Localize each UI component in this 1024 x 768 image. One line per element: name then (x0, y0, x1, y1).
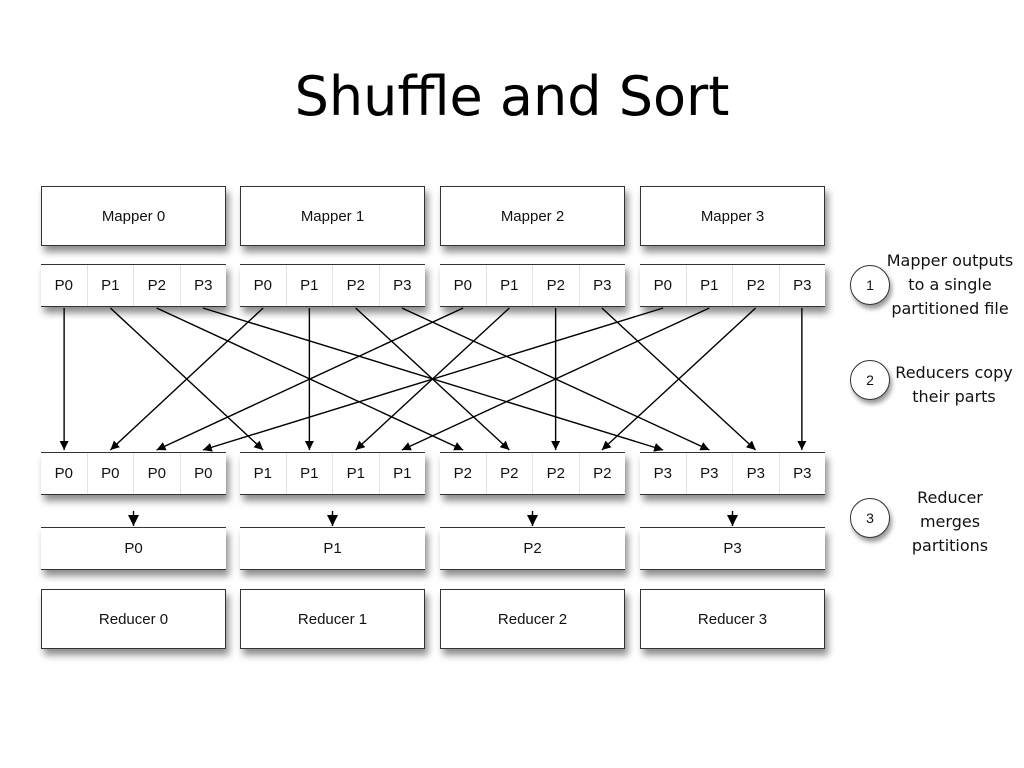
mapper-box-2: Mapper 2 (440, 186, 625, 246)
mapper-label: Mapper 3 (700, 207, 765, 225)
mapper-partitions-0: P0 P1 P2 P3 (41, 264, 226, 307)
step-number: 3 (866, 510, 874, 526)
mapper-partitions-3: P0 P1 P2 P3 (640, 264, 825, 307)
partition-cell: P1 (332, 453, 379, 494)
shuffle-lines (59, 307, 807, 452)
partition-cell: P3 (653, 465, 672, 482)
merge-arrows (128, 511, 738, 526)
mapper-label: Mapper 0 (101, 207, 166, 225)
partition-cell: P3 (685, 453, 733, 494)
partition-cell: P3 (778, 265, 826, 306)
merged-label: P1 (323, 540, 342, 557)
partition-cell: P1 (285, 453, 333, 494)
partition-cell: P1 (86, 265, 134, 306)
partition-cell: P2 (732, 265, 779, 306)
shuffle-arrow-m1-p0 (109, 307, 264, 451)
shuffle-arrow-m2-p0 (156, 307, 464, 451)
partition-cell: P2 (578, 453, 626, 494)
mapper-box-0: Mapper 0 (41, 186, 226, 246)
partition-cell: P0 (133, 453, 180, 494)
mapper-box-3: Mapper 3 (640, 186, 825, 246)
shuffle-arrow-m3-p1 (401, 307, 710, 451)
partition-cell: P0 (86, 453, 134, 494)
step-3-circle: 3 (850, 498, 890, 538)
partition-cell: P1 (253, 465, 272, 482)
reducer-box-0: Reducer 0 (41, 589, 226, 649)
merged-partition-0: P0 (41, 527, 226, 570)
page-title: Shuffle and Sort (294, 65, 730, 128)
mapper-label: Mapper 1 (300, 207, 365, 225)
partition-cell: P0 (453, 277, 472, 294)
partition-cell: P3 (378, 265, 426, 306)
partition-cell: P3 (179, 265, 227, 306)
partition-cell: P3 (778, 453, 826, 494)
partition-cell: P1 (485, 265, 533, 306)
reducer-copies-3: P3 P3 P3 P3 (640, 452, 825, 495)
partition-cell: P1 (285, 265, 333, 306)
partition-cell: P1 (378, 453, 426, 494)
step-number: 2 (866, 372, 874, 388)
step-2-text: Reducers copy their parts (895, 363, 1013, 406)
merged-partition-3: P3 (640, 527, 825, 570)
partition-cell: P0 (54, 277, 73, 294)
partition-cell: P2 (532, 453, 579, 494)
reducer-label: Reducer 3 (697, 610, 768, 628)
merged-label: P3 (723, 540, 742, 557)
merged-label: P2 (523, 540, 542, 557)
reducer-label: Reducer 2 (497, 610, 568, 628)
mapper-box-1: Mapper 1 (240, 186, 425, 246)
partition-cell: P0 (54, 465, 73, 482)
partition-cell: P3 (732, 453, 779, 494)
merged-partition-1: P1 (240, 527, 425, 570)
reducer-label: Reducer 0 (98, 610, 169, 628)
shuffle-arrow-m3-p2 (601, 307, 757, 451)
mapper-partitions-2: P0 P1 P2 P3 (440, 264, 625, 307)
step-number: 1 (866, 277, 874, 293)
mapper-partitions-1: P0 P1 P2 P3 (240, 264, 425, 307)
step-3-text: Reducer merges partitions (911, 488, 989, 555)
partition-cell: P0 (179, 453, 227, 494)
reducer-label: Reducer 1 (297, 610, 368, 628)
merged-partition-2: P2 (440, 527, 625, 570)
partition-cell: P1 (685, 265, 733, 306)
step-1-circle: 1 (850, 265, 890, 305)
merged-label: P0 (124, 540, 143, 557)
partition-cell: P2 (532, 265, 579, 306)
shuffle-arrow-m3-p0 (202, 307, 664, 452)
reducer-copies-1: P1 P1 P1 P1 (240, 452, 425, 495)
step-1-text: Mapper outputs to a single partitioned f… (886, 251, 1014, 318)
partition-cell: P2 (332, 265, 379, 306)
reducer-box-2: Reducer 2 (440, 589, 625, 649)
reducer-box-3: Reducer 3 (640, 589, 825, 649)
reducer-copies-0: P0 P0 P0 P0 (41, 452, 226, 495)
partition-cell: P3 (578, 265, 626, 306)
partition-cell: P0 (653, 277, 672, 294)
partition-cell: P2 (133, 265, 180, 306)
reducer-copies-2: P2 P2 P2 P2 (440, 452, 625, 495)
step-2-circle: 2 (850, 360, 890, 400)
partition-cell: P2 (485, 453, 533, 494)
partition-cell: P0 (253, 277, 272, 294)
reducer-box-1: Reducer 1 (240, 589, 425, 649)
partition-cell: P2 (453, 465, 472, 482)
mapper-label: Mapper 2 (500, 207, 565, 225)
